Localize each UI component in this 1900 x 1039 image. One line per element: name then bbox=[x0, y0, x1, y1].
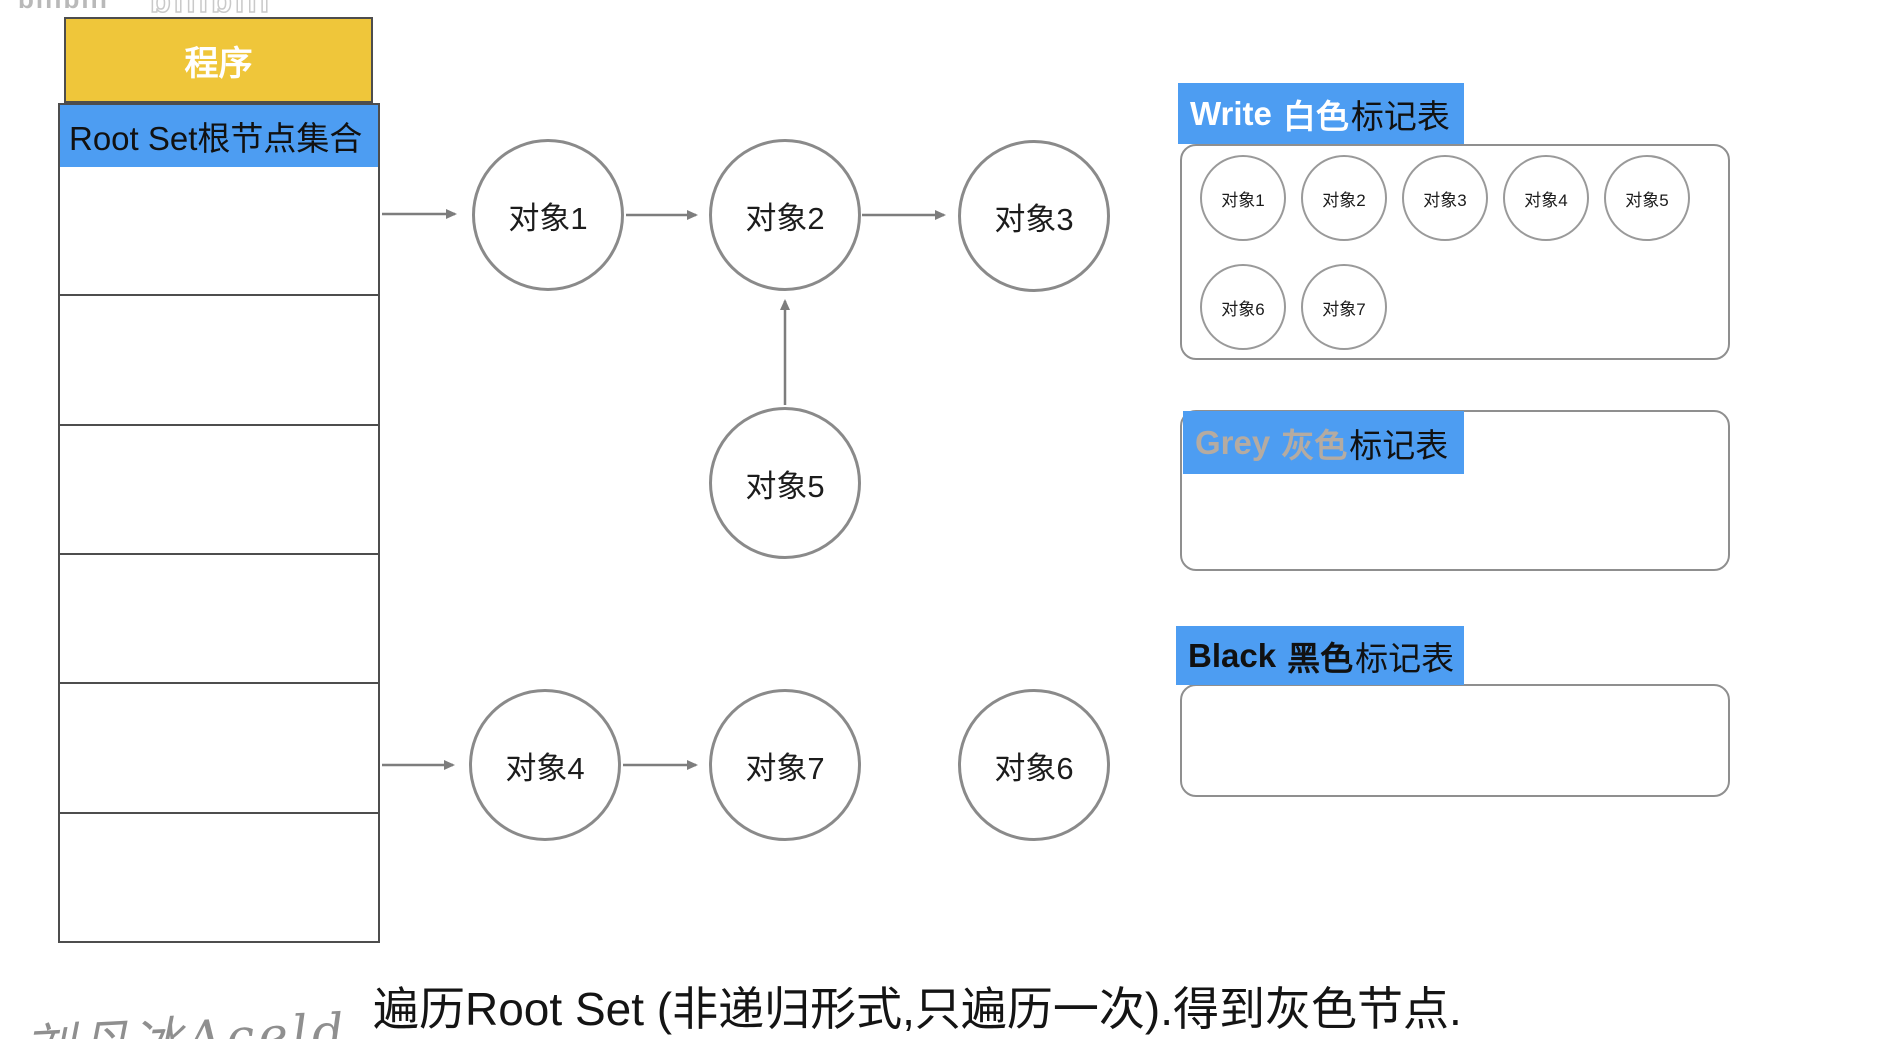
caption-text: 遍历Root Set (非递归形式,只遍历一次).得到灰色节点. bbox=[373, 983, 1462, 1035]
small-node-label: 对象4 bbox=[1524, 190, 1568, 210]
author-signature: 刘丹冰Aceld bbox=[22, 992, 349, 1039]
stack-row bbox=[60, 552, 378, 683]
graph-node-object-6: 对象6 bbox=[958, 689, 1110, 841]
white-table-node-object-3: 对象3 bbox=[1402, 155, 1488, 241]
graph-node-label: 对象3 bbox=[994, 201, 1074, 237]
small-node-label: 对象2 bbox=[1322, 190, 1366, 210]
white-mark-table-header: Write 白色 标记表 bbox=[1178, 83, 1464, 144]
graph-node-object-3: 对象3 bbox=[958, 140, 1110, 292]
graph-node-object-7: 对象7 bbox=[709, 689, 861, 841]
stack-row bbox=[60, 682, 378, 812]
black-mark-table bbox=[1180, 684, 1730, 797]
white-table-node-object-1: 对象1 bbox=[1200, 155, 1286, 241]
grey-mark-table-header: Grey 灰色 标记表 bbox=[1183, 411, 1464, 474]
bilibili-logo-watermark: bilibili bbox=[149, 0, 273, 21]
black-title-color-word: 黑色 bbox=[1287, 639, 1354, 677]
white-table-node-object-6: 对象6 bbox=[1200, 264, 1286, 350]
white-title-suffix: 标记表 bbox=[1350, 97, 1450, 135]
black-mark-table-header: Black 黑色 标记表 bbox=[1176, 626, 1464, 685]
program-header-label: 程序 bbox=[184, 44, 253, 83]
white-table-node-object-7: 对象7 bbox=[1301, 264, 1387, 350]
white-table-node-object-2: 对象2 bbox=[1301, 155, 1387, 241]
small-node-label: 对象6 bbox=[1221, 299, 1265, 319]
root-set-row: Root Set根节点集合 bbox=[60, 105, 378, 167]
graph-node-object-2: 对象2 bbox=[709, 139, 861, 291]
graph-node-object-1: 对象1 bbox=[472, 139, 624, 291]
small-node-label: 对象1 bbox=[1221, 190, 1265, 210]
graph-node-object-4: 对象4 bbox=[469, 689, 621, 841]
white-title-color-word: 白色 bbox=[1282, 97, 1349, 135]
white-table-node-object-5: 对象5 bbox=[1604, 155, 1690, 241]
graph-node-label: 对象7 bbox=[745, 750, 825, 786]
graph-node-label: 对象6 bbox=[994, 750, 1074, 786]
root-set-label: Root Set根节点集合 bbox=[69, 120, 363, 157]
small-node-label: 对象7 bbox=[1322, 299, 1366, 319]
graph-node-label: 对象4 bbox=[505, 750, 585, 786]
small-node-label: 对象5 bbox=[1625, 190, 1669, 210]
stack-row bbox=[60, 294, 378, 424]
grey-title-suffix: 标记表 bbox=[1349, 426, 1449, 464]
stack-row bbox=[60, 811, 378, 941]
white-table-node-object-4: 对象4 bbox=[1503, 155, 1589, 241]
graph-node-label: 对象1 bbox=[508, 200, 588, 236]
grey-title-color-word: 灰色 bbox=[1281, 426, 1348, 464]
black-title-suffix: 标记表 bbox=[1355, 639, 1455, 677]
black-title-en: Black bbox=[1188, 636, 1277, 674]
graph-node-label: 对象5 bbox=[745, 468, 825, 504]
white-title-en: Write bbox=[1190, 94, 1272, 132]
watermark-text-fragment: bilibili bbox=[18, 0, 109, 15]
small-node-label: 对象3 bbox=[1423, 190, 1467, 210]
program-header: 程序 bbox=[64, 17, 373, 103]
grey-title-en: Grey bbox=[1195, 423, 1271, 461]
graph-node-object-5: 对象5 bbox=[709, 407, 861, 559]
program-stack-table: Root Set根节点集合 bbox=[58, 103, 380, 943]
stack-row bbox=[60, 423, 378, 553]
stack-row bbox=[60, 167, 378, 295]
graph-node-label: 对象2 bbox=[745, 200, 825, 236]
